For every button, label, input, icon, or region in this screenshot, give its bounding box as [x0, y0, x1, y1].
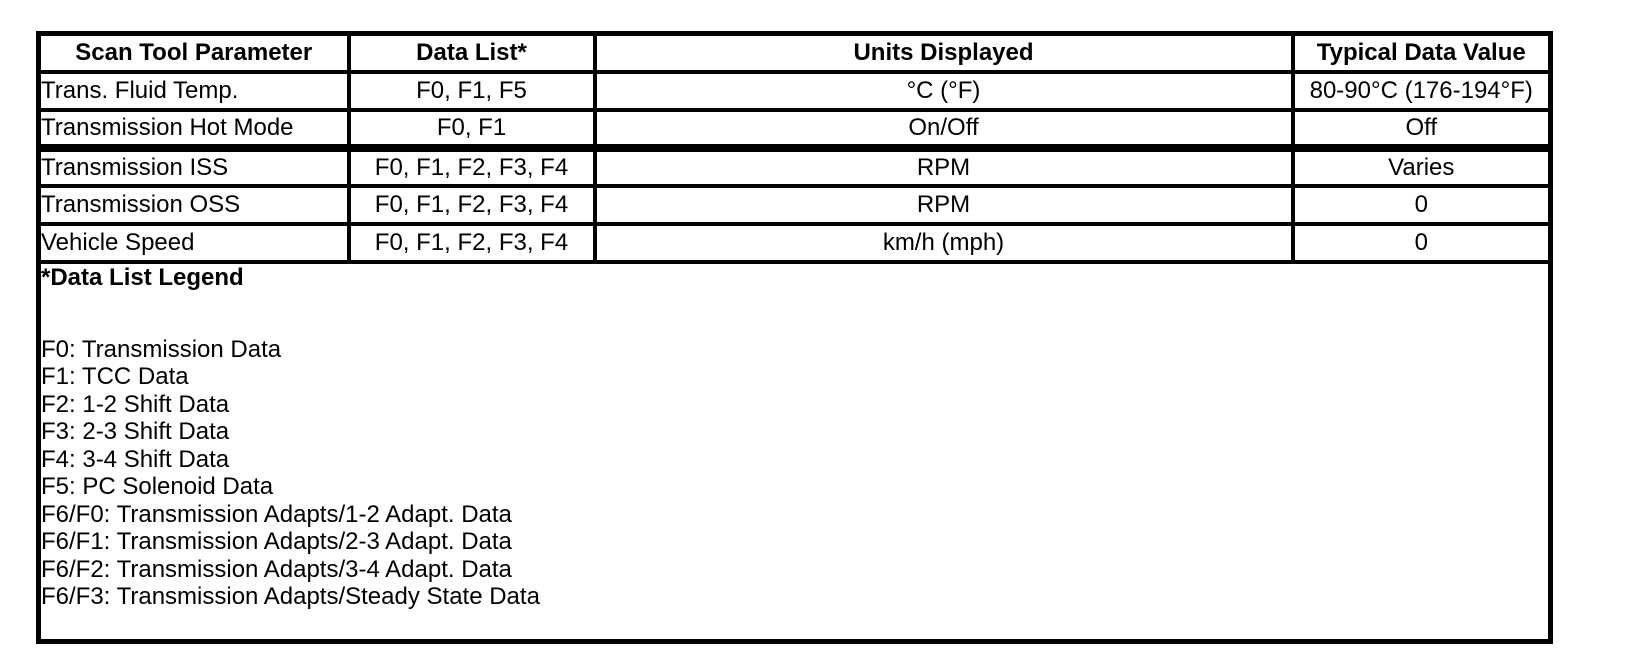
legend-item-f5: F5: PC Solenoid Data — [41, 473, 274, 500]
cell-parameter: Transmission ISS — [36, 143, 351, 188]
column-header-typical-data-value: Typical Data Value — [1290, 31, 1553, 74]
cell-typical-value: 0 — [1290, 221, 1553, 264]
legend-item-f4: F4: 3-4 Shift Data — [41, 445, 230, 473]
cell-data-list: F0, F1, F2, F3, F4 — [346, 221, 597, 264]
column-header-scan-tool-parameter: Scan Tool Parameter — [36, 31, 351, 74]
cell-typical-value: Varies — [1290, 143, 1553, 188]
data-list-legend: *Data List Legend F0: Transmission Data … — [36, 259, 1553, 644]
cell-typical-value: 0 — [1290, 183, 1553, 226]
scan-tool-parameter-table: Scan Tool Parameter Data List* Units Dis… — [36, 31, 1553, 644]
legend-row: *Data List Legend F0: Transmission Data … — [36, 259, 1553, 644]
table-row-transmission-oss: Transmission OSS F0, F1, F2, F3, F4 RPM … — [36, 183, 1553, 226]
legend-item-f6-f3: F6/F3: Transmission Adapts/Steady State … — [41, 583, 540, 610]
cell-parameter: Transmission OSS — [36, 183, 351, 226]
legend-item-f6-f0: F6/F0: Transmission Adapts/1-2 Adapt. Da… — [41, 500, 512, 528]
cell-parameter: Transmission Hot Mode — [36, 107, 351, 150]
table-row-transmission-iss: Transmission ISS F0, F1, F2, F3, F4 RPM … — [36, 143, 1553, 188]
legend-item-f1: F1: TCC Data — [41, 363, 189, 390]
legend-item-f6-f1: F6/F1: Transmission Adapts/2-3 Adapt. Da… — [41, 528, 512, 555]
cell-units: km/h (mph) — [592, 221, 1295, 264]
cell-data-list: F0, F1, F2, F3, F4 — [346, 143, 597, 188]
table-row-trans-fluid-temp: Trans. Fluid Temp. F0, F1, F5 °C (°F) 80… — [36, 69, 1553, 112]
legend-items: F0: Transmission Data F1: TCC Data F2: 1… — [41, 335, 1547, 611]
legend-item-f2: F2: 1-2 Shift Data — [41, 390, 230, 418]
cell-parameter: Trans. Fluid Temp. — [36, 69, 351, 112]
legend-item-f6-f2: F6/F2: Transmission Adapts/3-4 Adapt. Da… — [41, 555, 512, 583]
cell-data-list: F0, F1 — [346, 107, 597, 150]
cell-typical-value: Off — [1290, 107, 1553, 150]
column-header-data-list: Data List* — [346, 31, 597, 74]
cell-units: On/Off — [592, 107, 1295, 150]
table-row-transmission-hot-mode: Transmission Hot Mode F0, F1 On/Off Off — [36, 107, 1553, 150]
legend-item-f0: F0: Transmission Data — [41, 335, 282, 363]
cell-data-list: F0, F1, F5 — [346, 69, 597, 112]
cell-parameter: Vehicle Speed — [36, 221, 351, 264]
cell-typical-value: 80-90°C (176-194°F) — [1290, 69, 1553, 112]
legend-item-f3: F3: 2-3 Shift Data — [41, 418, 230, 445]
cell-units: °C (°F) — [592, 69, 1295, 112]
column-header-units-displayed: Units Displayed — [592, 31, 1295, 74]
table-row-vehicle-speed: Vehicle Speed F0, F1, F2, F3, F4 km/h (m… — [36, 221, 1553, 264]
legend-title: *Data List Legend — [41, 263, 244, 291]
cell-units: RPM — [592, 143, 1295, 188]
header-row: Scan Tool Parameter Data List* Units Dis… — [36, 31, 1553, 74]
cell-data-list: F0, F1, F2, F3, F4 — [346, 183, 597, 226]
cell-units: RPM — [592, 183, 1295, 226]
